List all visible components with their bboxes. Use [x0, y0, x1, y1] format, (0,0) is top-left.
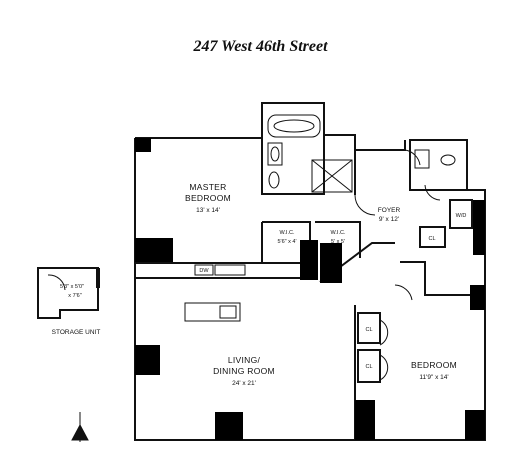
column [320, 243, 342, 283]
living-label-1: LIVING/ [228, 355, 261, 365]
bedroom-label: BEDROOM [411, 360, 457, 370]
foyer-top-wall [355, 140, 406, 151]
powder-door-swing [424, 184, 441, 201]
dw-label: DW [199, 268, 209, 274]
bathtub-basin [273, 119, 315, 133]
wic1-dims: 5'6" x 4' [277, 239, 296, 245]
closet-3-walls [419, 226, 446, 248]
master-bath-walls [261, 102, 325, 195]
closet-2-walls [357, 349, 381, 383]
column [135, 138, 151, 152]
dishwasher [194, 264, 214, 276]
closet-1-door-swing [379, 319, 389, 346]
column [135, 238, 173, 262]
powder-room-walls [409, 139, 468, 191]
master-door-swing [354, 194, 376, 216]
wic2-label: W.I.C. [331, 230, 346, 236]
bedroom-dims: 11'9" x 14' [419, 374, 448, 381]
closet-1-walls [357, 312, 381, 344]
storage-dims-2: x 7'6" [68, 293, 81, 299]
wd-closet-walls [449, 199, 473, 229]
entry-door-swing [404, 149, 421, 166]
bedroom-north-wall [400, 261, 470, 296]
column [215, 412, 243, 440]
column [355, 400, 375, 440]
master-bath-side-wall [324, 134, 356, 195]
master-bedroom-label-2: BEDROOM [185, 193, 231, 203]
closet-1-label: CL [365, 327, 372, 333]
storage-dims-1: 5'3" x 5'0" [60, 284, 84, 290]
bedroom-door-swing [394, 284, 413, 301]
kitchen-island [184, 302, 241, 322]
wic2-dims: 5' x 5' [331, 239, 345, 245]
bathtub [267, 114, 321, 138]
storage-door-swing [47, 274, 66, 291]
column [473, 200, 485, 255]
closet-2-door-swing [379, 354, 389, 381]
closet-2-label: CL [365, 364, 372, 370]
sink [270, 146, 280, 162]
floorplan-title: 247 West 46th Street [193, 38, 328, 55]
wic2-walls [315, 221, 361, 258]
column [135, 345, 160, 375]
foyer-dims: 9' x 12' [379, 216, 399, 223]
toilet [268, 171, 280, 189]
wd-label: W/D [456, 213, 467, 219]
vanity [267, 142, 283, 166]
closet-3-label: CL [428, 236, 435, 242]
living-dims: 24' x 21' [232, 380, 256, 387]
column [465, 410, 485, 440]
powder-toilet [440, 154, 456, 166]
shower [311, 159, 353, 193]
foyer-label: FOYER [378, 207, 401, 214]
wic1-label: W.I.C. [280, 230, 295, 236]
master-bedroom-dims: 13' x 14' [196, 207, 220, 214]
kitchen-counter-segment [214, 264, 246, 276]
column [470, 285, 485, 310]
storage-unit-label: STORAGE UNIT [52, 329, 101, 336]
north-arrow-icon [71, 412, 89, 442]
shower-diagonal [311, 159, 353, 193]
powder-sink [414, 149, 430, 169]
cooktop [219, 305, 237, 319]
column [300, 240, 318, 280]
master-bedroom-label-1: MASTER [189, 182, 226, 192]
living-label-2: DINING ROOM [213, 366, 275, 376]
